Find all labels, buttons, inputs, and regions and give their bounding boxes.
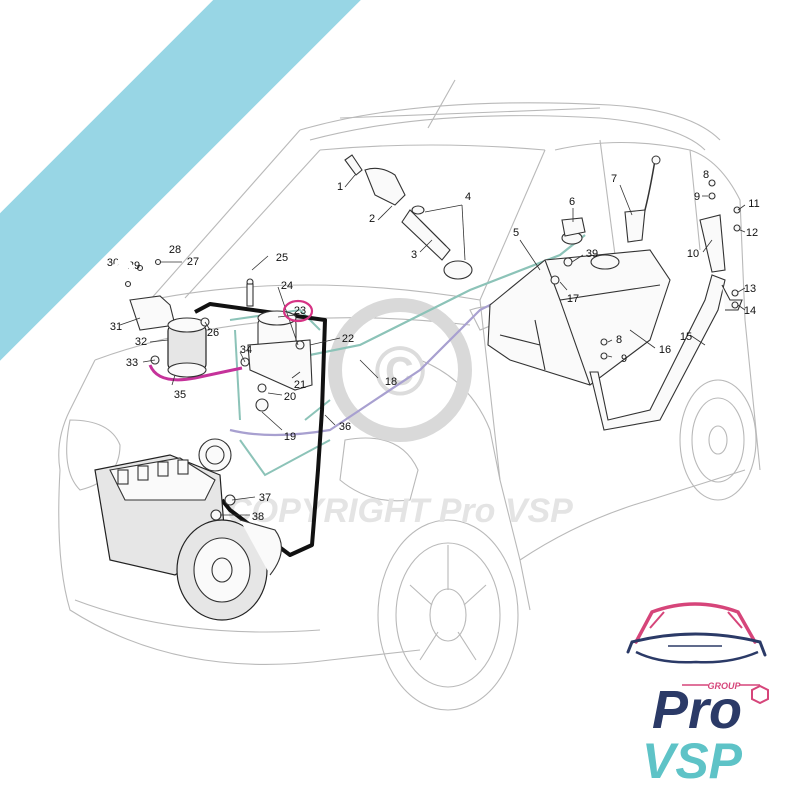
callout-12: 12 <box>746 227 758 239</box>
fuel-hose-35 <box>148 364 243 382</box>
provsp-logo: GROUP Pro VSP <box>626 602 769 789</box>
callout-6: 6 <box>569 196 575 208</box>
leader-lines <box>119 174 746 516</box>
callout-28: 28 <box>169 244 181 256</box>
watermark-text: COPYRIGHT Pro VSP <box>227 492 573 530</box>
callout-13: 13 <box>744 283 756 295</box>
callout-9: 9 <box>621 353 627 365</box>
fuel-filter-left <box>124 258 210 378</box>
callout-19: 19 <box>284 431 296 443</box>
logo-line-pro: Pro <box>652 680 742 740</box>
callout-3: 3 <box>411 249 417 261</box>
callout-14: 14 <box>744 305 756 317</box>
fuel-lines <box>229 234 586 477</box>
callout-7: 7 <box>611 173 617 185</box>
callout-4: 4 <box>465 191 471 203</box>
callout-10: 10 <box>687 248 699 260</box>
callout-23: 23 <box>294 305 306 317</box>
callout-21: 21 <box>294 379 306 391</box>
callout-30: 30 <box>107 257 119 269</box>
callout-18: 18 <box>385 376 397 388</box>
callout-24: 24 <box>281 280 293 292</box>
injection-pump <box>94 438 282 621</box>
callout-27: 27 <box>187 256 199 268</box>
callout-33: 33 <box>126 357 138 369</box>
highlight-ring <box>282 299 314 323</box>
fuel-tank <box>487 231 671 386</box>
callout-38: 38 <box>252 511 264 523</box>
callout-8: 8 <box>616 334 622 346</box>
callout-16: 16 <box>659 344 671 356</box>
callout-31: 31 <box>110 321 122 333</box>
callout-1: 1 <box>337 181 343 193</box>
callout-5: 5 <box>513 227 519 239</box>
callout-22: 22 <box>342 333 354 345</box>
fuel-filler-assembly <box>344 154 473 280</box>
fasteners-right <box>550 179 741 360</box>
callout-8: 8 <box>703 169 709 181</box>
callout-2: 2 <box>369 213 375 225</box>
callout-35: 35 <box>174 389 186 401</box>
callout-25: 25 <box>276 252 288 264</box>
callout-37: 37 <box>259 492 271 504</box>
callout-32: 32 <box>135 336 147 348</box>
callout-9: 9 <box>694 191 700 203</box>
site-banner: pro-piece-vsp.com <box>0 0 361 361</box>
callout-11: 11 <box>748 198 759 210</box>
watermark: © COPYRIGHT Pro VSP <box>227 298 573 530</box>
logo-line-vsp: VSP <box>642 733 743 789</box>
callout-15: 15 <box>680 331 692 343</box>
fuel-filter-center <box>240 278 313 412</box>
callout-17: 17 <box>567 293 579 305</box>
callout-26: 26 <box>207 327 219 339</box>
logo-group-text: GROUP <box>707 681 741 691</box>
callout-34: 34 <box>240 344 252 356</box>
fuel-sender <box>561 155 661 243</box>
callout-29: 29 <box>128 260 140 272</box>
callout-39: 39 <box>586 248 598 260</box>
callout-36: 36 <box>339 421 351 433</box>
callout-20: 20 <box>284 391 296 403</box>
